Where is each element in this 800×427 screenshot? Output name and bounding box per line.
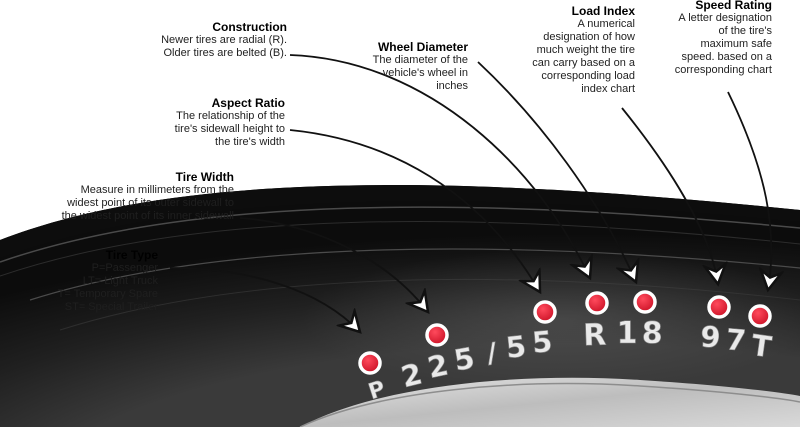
sidewall-char: 7 — [724, 322, 747, 358]
aspect-ratio-line: the tire's width — [215, 136, 285, 148]
construction-title: Construction — [212, 20, 287, 34]
wheel-diameter-line: The diameter of the — [372, 54, 468, 66]
wheel-diameter-line: vehicle's wheel in — [382, 67, 468, 79]
label-speed-rating: Speed Rating A letter designation of the… — [632, 0, 772, 77]
tire-width-line: widest point of its outer sidewall to — [67, 197, 234, 209]
sidewall-char: 2 — [425, 347, 452, 384]
tire-tread — [0, 185, 800, 258]
sidewall-char: 5 — [531, 324, 554, 360]
wheel-rim — [300, 377, 800, 427]
aspect-ratio-title: Aspect Ratio — [211, 96, 285, 110]
wheel-diameter-line: inches — [436, 80, 468, 92]
wheel-diameter-title: Wheel Diameter — [377, 40, 468, 54]
aspect-ratio-line: The relationship of the — [176, 110, 285, 122]
sidewall-char: 5 — [504, 329, 528, 365]
marker-load-index — [707, 295, 731, 319]
speed-rating-line: A letter designation — [678, 12, 772, 24]
load-index-line: A numerical — [577, 18, 635, 30]
label-tire-type: Tire Type P=Passenger LT= Light Truck T=… — [18, 248, 158, 314]
sidewall-char: P — [365, 376, 388, 405]
arrow-wheel-diameter — [477, 61, 636, 282]
load-index-line: designation of how — [543, 31, 635, 43]
arrow-load-index — [621, 107, 718, 284]
tire-type-line: T= Temporary Spare — [57, 288, 158, 300]
speed-rating-line: of the tire's — [718, 25, 772, 37]
label-tire-width: Tire Width Measure in millimeters from t… — [14, 170, 234, 223]
marker-tire-width — [425, 323, 449, 347]
label-load-index: Load Index A numerical designation of ho… — [485, 4, 635, 96]
tire-width-title: Tire Width — [175, 170, 234, 184]
load-index-line: index chart — [581, 83, 635, 95]
tire-type-line: P=Passenger — [91, 262, 158, 274]
sidewall-char: T — [749, 328, 774, 364]
sidewall-char: 1 — [617, 316, 638, 351]
sidewall-char: R — [583, 318, 607, 354]
tire-width-line: Measure in millimeters from the — [80, 184, 234, 196]
load-index-line: can carry based on a — [532, 57, 635, 69]
speed-rating-title: Speed Rating — [695, 0, 772, 12]
marker-tire-type — [358, 351, 382, 375]
sidewall-char: 9 — [700, 320, 722, 355]
label-wheel-diameter: Wheel Diameter The diameter of the vehic… — [318, 40, 468, 93]
marker-aspect-ratio — [533, 300, 557, 324]
arrow-aspect-ratio — [289, 129, 540, 292]
marker-construction — [585, 291, 609, 315]
load-index-title: Load Index — [571, 4, 635, 18]
marker-speed-rating — [748, 304, 772, 328]
speed-rating-line: maximum safe — [700, 38, 772, 50]
construction-line: Older tires are belted (B). — [163, 47, 288, 59]
tire-type-line: ST= Special Trailer — [64, 301, 158, 313]
arrow-speed-rating — [727, 91, 771, 290]
sidewall-char: / — [485, 338, 499, 370]
tire-type-line: LT= Light Truck — [82, 275, 158, 287]
arrow-construction — [289, 54, 590, 278]
tire-type-title: Tire Type — [105, 248, 158, 262]
construction-line: Newer tires are radial (R). — [161, 34, 287, 46]
speed-rating-line: corresponding chart — [674, 64, 772, 76]
arrow-tire-width — [239, 217, 428, 312]
load-index-line: corresponding load — [541, 70, 635, 82]
load-index-line: much weight the tire — [536, 44, 635, 56]
label-aspect-ratio: Aspect Ratio The relationship of the tir… — [85, 96, 285, 149]
aspect-ratio-line: tire's sidewall height to — [174, 123, 285, 135]
speed-rating-line: speed. based on a — [681, 51, 772, 63]
sidewall-char: 5 — [451, 341, 477, 378]
label-construction: Construction Newer tires are radial (R).… — [67, 20, 287, 60]
marker-wheel-diameter — [633, 290, 657, 314]
arrow-tire-type — [169, 267, 360, 332]
tire-width-line: the widest point of its inner sidewall — [61, 210, 234, 222]
sidewall-char: 8 — [641, 316, 662, 351]
